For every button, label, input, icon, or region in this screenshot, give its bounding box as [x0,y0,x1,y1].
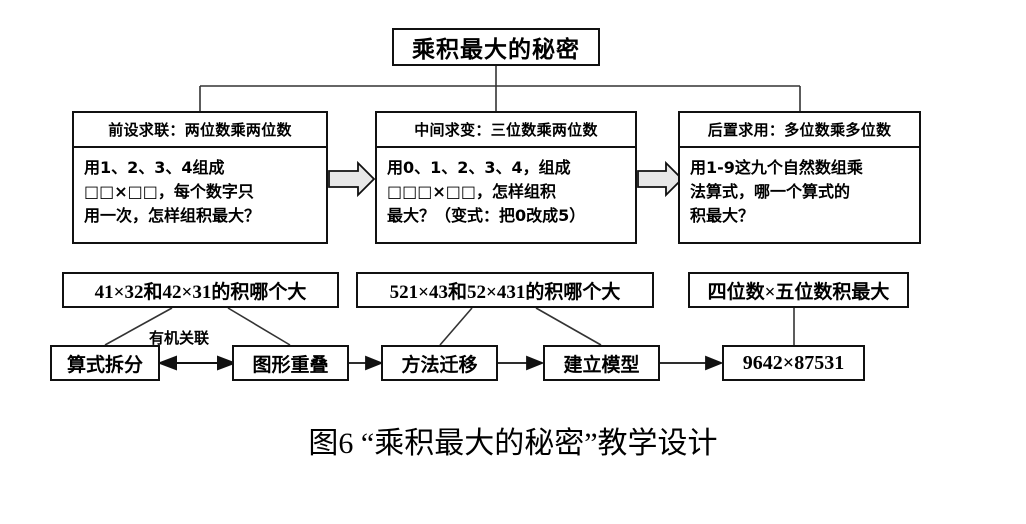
mid-box-2-label: 521×43和52×431的积哪个大 [389,281,621,303]
stage-box-2: 中间求变：三位数乘两位数 用0、1、2、3、4，组成 □□□×□□，怎样组积 最… [375,111,637,244]
stage-1-line-3: 用一次，怎样组积最大？ [84,206,261,225]
stage-1-header: 前设求联：两位数乘两位数 [74,113,326,148]
mid-box-1: 41×32和42×31的积哪个大 [62,272,339,308]
mid-box-3-label: 四位数×五位数积最大 [707,281,890,303]
stage-2-header: 中间求变：三位数乘两位数 [377,113,635,148]
bottom-box-5-label: 9642×87531 [742,351,845,374]
stage-3-line-3: 积最大？ [690,206,755,225]
stage-box-3: 后置求用：多位数乘多位数 用1-9这九个自然数组乘 法算式，哪一个算式的 积最大… [678,111,921,244]
bottom-box-2-label: 图形重叠 [252,353,329,376]
stage-2-body: 用0、1、2、3、4，组成 □□□×□□，怎样组积 最大？（变式：把0改成5） [377,148,635,228]
stage-1-line-1: 用1、2、3、4组成 [84,158,225,177]
arrow-head-b2-b3 [365,355,384,371]
mid-box-1-label: 41×32和42×31的积哪个大 [94,281,307,303]
diagram-title-box: 乘积最大的秘密 [392,28,600,66]
figure-caption: 图6 “乘积最大的秘密”教学设计 [308,427,718,460]
line-mid1-bot2 [227,307,291,346]
diagram-title-text: 乘积最大的秘密 [412,37,580,62]
stage-3-line-2: 法算式，哪一个算式的 [690,182,851,201]
stage-box-1: 前设求联：两位数乘两位数 用1、2、3、4组成 □□×□□，每个数字只 用一次，… [72,111,328,244]
relation-label: 有机关联 [149,329,210,347]
stage-1-line-2: □□×□□，每个数字只 [84,182,254,201]
bottom-box-1: 算式拆分 [50,345,160,381]
bottom-box-3: 方法迁移 [381,345,498,381]
bottom-box-3-label: 方法迁移 [401,353,478,376]
bottom-box-1-label: 算式拆分 [66,353,143,376]
block-arrow-1 [328,160,376,198]
stage-1-body: 用1、2、3、4组成 □□×□□，每个数字只 用一次，怎样组积最大？ [74,148,326,228]
arrow-head-b3-b4 [526,355,545,371]
line-mid2-bot3 [439,307,473,346]
arrow-head-b4-b5 [705,355,724,371]
block-arrow-2 [637,160,684,198]
stage-3-header: 后置求用：多位数乘多位数 [680,113,919,148]
bottom-box-5: 9642×87531 [722,345,865,381]
bottom-box-4: 建立模型 [543,345,660,381]
double-arrow-head-left [157,355,177,371]
mid-box-3: 四位数×五位数积最大 [688,272,909,308]
stage-2-line-2: □□□×□□，怎样组积 [387,182,556,201]
bottom-box-2: 图形重叠 [232,345,349,381]
stage-3-line-1: 用1-9这九个自然数组乘 [690,158,863,177]
stage-2-line-3: 最大？（变式：把0改成5） [387,206,586,225]
stage-3-body: 用1-9这九个自然数组乘 法算式，哪一个算式的 积最大？ [680,148,919,228]
line-mid2-bot4 [535,307,602,346]
bottom-box-4-label: 建立模型 [563,353,640,376]
mid-box-2: 521×43和52×431的积哪个大 [356,272,654,308]
stage-2-line-1: 用0、1、2、3、4，组成 [387,158,571,177]
